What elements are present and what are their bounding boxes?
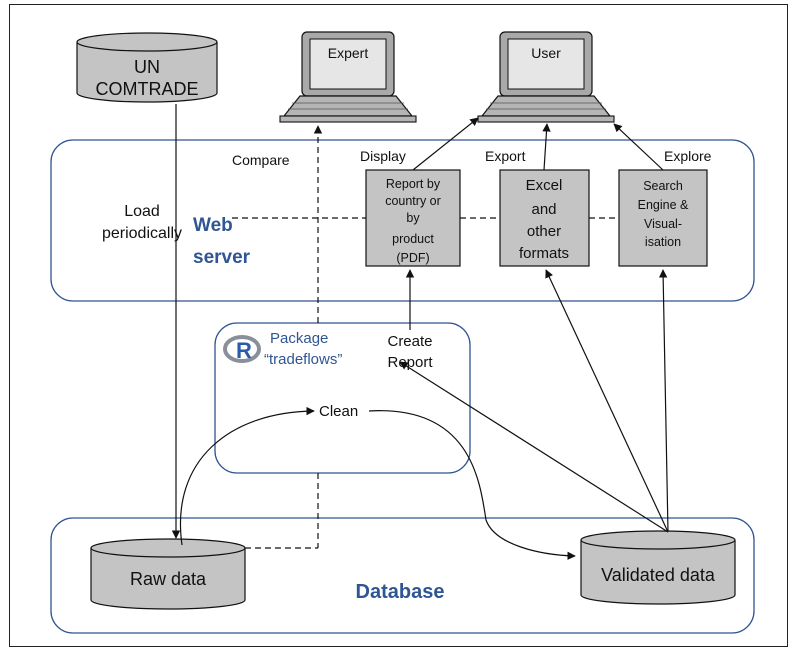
search-box-line1: Search	[643, 179, 683, 193]
export-label: Export	[485, 148, 526, 164]
excel-box-line4: formats	[519, 245, 569, 262]
excel-box	[499, 169, 590, 267]
un-comtrade-label-line2: COMTRADE	[96, 79, 199, 99]
report-box	[365, 169, 461, 267]
clean-label: Clean	[319, 403, 358, 420]
excel-box-line2: and	[531, 201, 556, 218]
raw-to-clean-arrow	[179, 406, 315, 546]
database-title: Database	[356, 581, 445, 603]
svg-text:R: R	[236, 338, 252, 363]
search-box-line3: Visual-	[644, 217, 682, 231]
package-title-line2: “tradeflows”	[264, 351, 342, 368]
web-server-title-line2: server	[193, 247, 251, 268]
export-arrow	[542, 123, 551, 171]
package-title-line1: Package	[270, 330, 328, 347]
report-box-line1: Report by	[386, 177, 441, 191]
compare-label: Compare	[232, 152, 290, 168]
search-engine-box	[618, 169, 708, 267]
validated-data-label: Validated data	[601, 565, 716, 585]
package-panel	[214, 322, 471, 474]
report-box-line5: (PDF)	[396, 251, 429, 265]
user-label: User	[531, 45, 561, 61]
un-comtrade-label-line1: UN	[134, 57, 160, 77]
user-laptop-icon	[477, 31, 615, 123]
un-comtrade-database-icon	[76, 32, 218, 103]
validated-to-search-arrow	[658, 269, 669, 533]
load-periodically-line2: periodically	[102, 225, 182, 242]
clean-to-validated-arrow	[368, 410, 576, 560]
raw-data-database-icon	[90, 538, 246, 610]
expert-laptop-icon	[279, 31, 417, 123]
display-arrow	[412, 117, 479, 171]
database-panel	[50, 517, 755, 634]
validated-data-database-icon	[580, 530, 736, 605]
display-label: Display	[360, 148, 406, 164]
r-logo-icon: R	[223, 335, 261, 363]
excel-box-line1: Excel	[526, 177, 563, 194]
raw-data-label: Raw data	[130, 569, 207, 589]
web-server-panel	[50, 139, 755, 302]
create-report-line2: Report	[387, 354, 433, 371]
expert-label: Expert	[328, 45, 369, 61]
web-server-title-line1: Web	[193, 215, 233, 236]
report-box-line2: country or	[385, 194, 441, 208]
validated-to-report-arrow	[399, 361, 669, 533]
create-report-line1: Create	[387, 333, 432, 350]
excel-box-line3: other	[527, 223, 561, 240]
explore-label: Explore	[664, 148, 712, 164]
load-periodically-line1: Load	[124, 203, 160, 220]
report-box-line4: product	[392, 232, 434, 246]
explore-arrow	[613, 123, 664, 171]
search-box-line2: Engine &	[638, 198, 689, 212]
search-box-line4: isation	[645, 235, 681, 249]
validated-to-excel-arrow	[545, 269, 669, 533]
report-box-line3: by	[406, 211, 420, 225]
